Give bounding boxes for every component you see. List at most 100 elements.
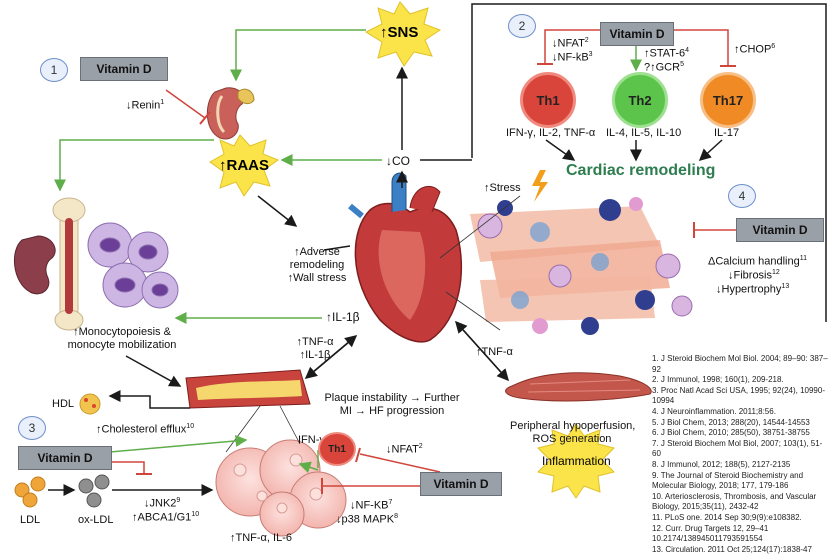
artery-plaque-illustration xyxy=(185,369,311,409)
jnk-label: ↓JNK29 xyxy=(144,494,180,511)
peripheral-line-2: ROS generation xyxy=(532,433,612,445)
heart-illustration xyxy=(348,172,463,343)
vitamin-d-box-1: Vitamin D xyxy=(80,57,168,81)
peripheral-line-1: Peripheral hypoperfusion, xyxy=(510,420,636,432)
reference-item: 3. Proc Natl Acad Sci USA, 1995; 92(24),… xyxy=(652,385,825,406)
reference-item: 2. J Immunol, 1998; 160(1), 209-218. xyxy=(652,375,784,385)
co-label: ↓CO xyxy=(386,154,410,168)
th17-chop-ref: 6 xyxy=(771,43,776,50)
renin-label: ↓Renin1 xyxy=(126,96,164,113)
sns-label: ↑SNS xyxy=(380,24,419,41)
reference-item: 6. J Biol Chem, 2010; 285(50), 38751-387… xyxy=(652,428,810,438)
reference-item: 10. Arteriosclerosis, Thrombosis, and Va… xyxy=(652,491,817,512)
cardiac-tissue-illustration xyxy=(470,197,693,335)
inflammation-label: Inflammation xyxy=(542,454,611,468)
th2-stat-text: ↑STAT-6 xyxy=(644,47,686,60)
hdl-particle xyxy=(79,393,101,415)
references-list: 1. J Steroid Biochem Mol Biol. 2004; 89–… xyxy=(652,354,828,555)
nfat-bottom-ref: 2 xyxy=(418,443,423,450)
lightning-icon xyxy=(532,170,548,202)
hypertrophy-text: ↓Hypertrophy xyxy=(716,283,782,296)
left-kidney-illustration xyxy=(13,235,56,295)
th17-chop: ↑CHOP6 xyxy=(734,40,775,57)
reference-item: 9. The Journal of Steroid Biochemistry a… xyxy=(652,470,804,491)
fibrosis-text: ↓Fibrosis xyxy=(728,269,773,282)
badge-3: 3 xyxy=(18,416,46,440)
th1-nfkb-text: ↓NF-kB xyxy=(552,51,589,64)
muscle-illustration xyxy=(505,372,652,402)
abca-ref: 10 xyxy=(191,511,200,518)
reference-item: 1. J Steroid Biochem Mol Biol. 2004; 89–… xyxy=(652,354,828,374)
ox-ldl-label: ox-LDL xyxy=(78,514,114,526)
calcium-ref: 11 xyxy=(799,255,808,262)
vitamin-d-box-2: Vitamin D xyxy=(600,22,674,46)
th1-cytokines: IFN-γ, IL-2, TNF-α xyxy=(506,127,596,139)
p38-label: ↓p38 MAPK8 xyxy=(336,510,398,527)
reference-item: 5. J Biol Chem, 2013; 288(20), 14544-145… xyxy=(652,417,810,427)
cardiac-remodeling-label: Cardiac remodeling xyxy=(566,162,716,179)
nfat-bottom: ↓NFAT2 xyxy=(386,440,423,457)
foam-cell-cluster xyxy=(215,439,347,537)
monocytopoiesis-label: ↑Monocytopoiesis & monocyte mobilization xyxy=(52,326,192,352)
jnk-ref: 9 xyxy=(176,497,181,504)
th17-cell: Th17 xyxy=(700,72,756,128)
jnk-text: ↓JNK2 xyxy=(144,497,177,510)
p38-ref: 8 xyxy=(394,513,398,520)
plaque-line-1: Plaque instability → Further xyxy=(324,392,460,404)
renin-text: ↓Renin xyxy=(126,99,161,112)
kidney-adrenal-illustration xyxy=(206,87,255,140)
bone-marrow-illustration xyxy=(52,197,86,331)
tnf-right-label: ↑TNF-α xyxy=(476,346,513,358)
vitamin-d-box-5: Vitamin D xyxy=(420,472,502,496)
hdl-label: HDL xyxy=(52,398,75,410)
tnf-il6-label: ↑TNF-α, IL-6 xyxy=(230,532,292,544)
th17-cytokines: IL-17 xyxy=(714,127,740,139)
panel-2-border xyxy=(471,3,827,322)
calcium-text: ΔCalcium handling xyxy=(708,255,800,268)
stress-label: ↑Stress xyxy=(484,182,521,194)
adverse-line-1: ↑Adverse xyxy=(294,246,340,258)
th1-nfkb-ref: 3 xyxy=(588,51,593,58)
th2-cell: Th2 xyxy=(612,72,668,128)
nfkb-bottom: ↓NF-KB7 xyxy=(350,496,392,513)
th1-cell: Th1 xyxy=(520,72,576,128)
il1b-line: ↑IL-1β xyxy=(299,349,331,361)
cholesterol-efflux: ↑Cholesterol efflux10 xyxy=(96,420,194,437)
ldl-particles xyxy=(14,476,46,508)
tnf-line: ↑TNF-α xyxy=(296,336,334,348)
th2-stat: ↑STAT-64 xyxy=(644,44,689,61)
p38-text: ↓p38 MAPK xyxy=(336,513,395,526)
cholesterol-text: ↑Cholesterol efflux xyxy=(96,423,187,436)
abca-label: ↑ABCA1/G110 xyxy=(132,508,199,525)
th2-gcr-ref: 5 xyxy=(680,61,684,68)
ox-ldl-particles xyxy=(78,474,110,508)
monocytes-cluster xyxy=(87,222,179,309)
cholesterol-ref: 10 xyxy=(186,423,195,430)
peripheral-label: Peripheral hypoperfusion, ROS generation xyxy=(510,420,636,446)
reference-item: 12. Curr. Drug Targets 12, 29–41 10.2174… xyxy=(652,523,769,544)
monocytopoiesis-line-2: monocyte mobilization xyxy=(67,339,177,351)
plaque-label: Plaque instability → Further MI → HF pro… xyxy=(314,392,470,418)
th2-stat-ref: 4 xyxy=(685,47,690,54)
vitamin-d-box-4: Vitamin D xyxy=(736,218,824,242)
nfat-bottom-text: ↓NFAT xyxy=(386,443,419,456)
reference-item: 13. Circulation. 2011 Oct 25;124(17):183… xyxy=(652,544,812,554)
hypertrophy: ↓Hypertrophy13 xyxy=(716,280,789,297)
badge-2: 2 xyxy=(508,14,536,38)
ldl-label: LDL xyxy=(20,514,41,526)
th2-cytokines: IL-4, IL-5, IL-10 xyxy=(606,127,682,139)
th1-nfkb: ↓NF-kB3 xyxy=(552,48,593,65)
reference-item: 8. J Immunol, 2012; 188(5), 2127-2135 xyxy=(652,459,791,469)
monocytopoiesis-line-1: ↑Monocytopoiesis & xyxy=(73,326,171,338)
calcium-handling: ΔCalcium handling11 xyxy=(708,252,807,269)
tnf-il1b-label: ↑TNF-α ↑IL-1β xyxy=(292,336,338,362)
badge-4: 4 xyxy=(728,184,756,208)
th17-chop-text: ↑CHOP xyxy=(734,43,772,56)
nfkb-bottom-ref: 7 xyxy=(388,499,393,506)
fibrosis: ↓Fibrosis12 xyxy=(728,266,780,283)
th2-gcr: ?↑GCR5 xyxy=(644,58,684,75)
badge-1: 1 xyxy=(40,58,68,82)
th1-small-cell: Th1 xyxy=(318,432,356,466)
adverse-line-2: remodeling xyxy=(289,259,345,271)
